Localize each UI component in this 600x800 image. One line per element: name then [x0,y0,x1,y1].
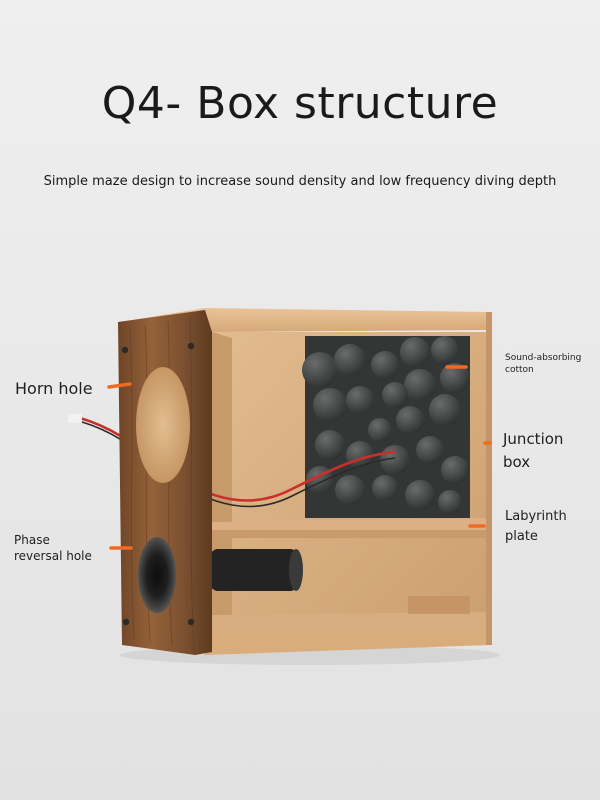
page-subtitle: Simple maze design to increase sound den… [43,174,557,189]
floor-slot [408,596,470,614]
bottom-panel-edge [200,632,490,655]
label-junction-box: Junction box [503,430,564,472]
labyrinth-plate-front [212,530,490,538]
callout-markers [107,365,492,550]
label-labyrinth-plate: Labyrinth plate [505,509,567,544]
marker-horn-hole [107,382,132,389]
page-title: Q4- Box structure [101,78,499,129]
screws [121,342,195,626]
label-phase-reversal-hole: Phase reversal hole [14,533,92,564]
label-sound-absorbing-cotton: Sound-absorbing cotton [505,353,582,376]
horn-hole [136,367,190,483]
port-tube [210,549,298,591]
wire-connector [68,414,82,423]
label-horn-hole: Horn hole [15,379,93,398]
right-edge [486,312,492,645]
sound-absorbing-cotton [302,336,470,514]
phase-reversal-hole [138,537,176,613]
lower-floor [212,612,490,634]
top-panel-edge [120,308,490,332]
